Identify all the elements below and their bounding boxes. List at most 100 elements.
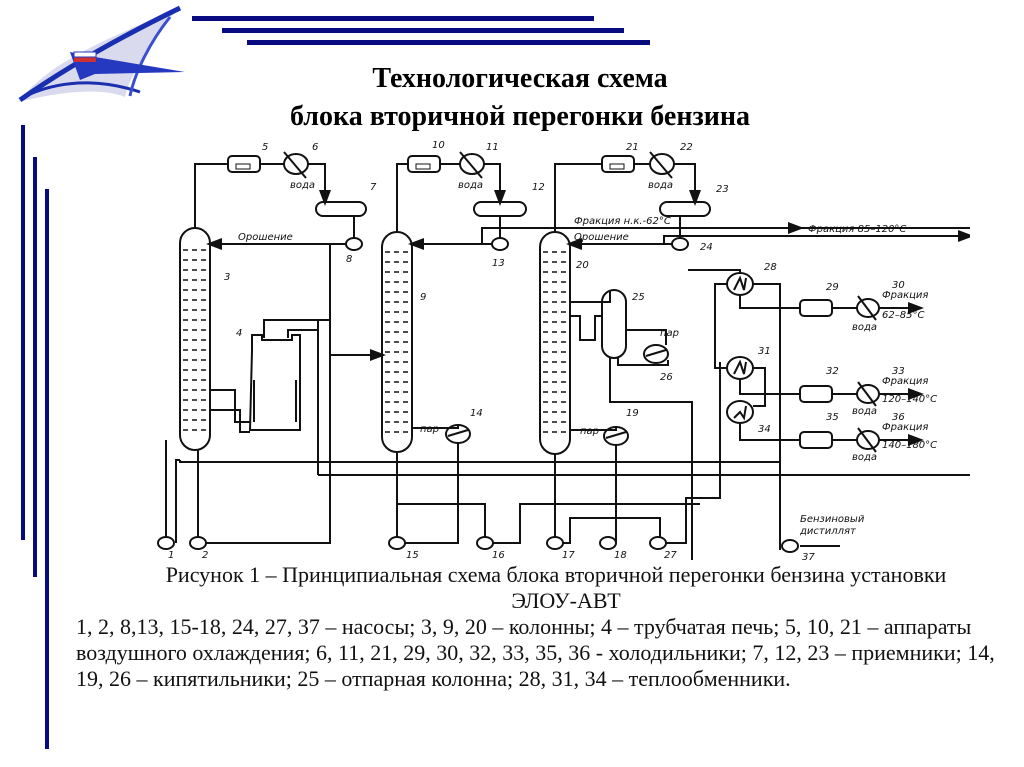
receiver-12 (473, 201, 527, 217)
label-reflux-1: Орошение (238, 232, 293, 243)
side-rule-1 (21, 125, 25, 540)
column-9 (381, 231, 413, 453)
equipment-number-15: 15 (406, 550, 419, 560)
pump-8 (345, 237, 363, 251)
label-fraction-30: Фракция (882, 290, 928, 301)
equipment-number-5: 5 (262, 142, 268, 153)
equipment-number-3: 3 (224, 272, 230, 283)
water-cooler-11 (459, 151, 485, 179)
equipment-number-7: 7 (370, 182, 377, 193)
title-line-1: Технологическая схема (372, 63, 668, 94)
equipment-number-29: 29 (826, 282, 839, 293)
equipment-number-1: 1 (168, 550, 174, 560)
label-gasoline-distillate-1: Бензиновый (800, 514, 865, 525)
air-cooler-32 (799, 385, 833, 403)
reboiler-26 (643, 344, 669, 364)
water-cooler-33 (856, 381, 880, 407)
pump-15 (388, 536, 406, 550)
header-rule-1 (192, 16, 594, 21)
receiver-7 (315, 201, 367, 217)
label-reflux-2: Орошение (574, 232, 629, 243)
water-cooler-30 (856, 295, 880, 321)
pump-24 (671, 237, 689, 251)
equipment-number-36: 36 (892, 412, 905, 423)
process-flow-diagram: вода вода вода Орошение Орошение Фракция… (157, 140, 970, 560)
label-water-30: вода (852, 322, 877, 333)
receiver-23 (659, 201, 711, 217)
figure-title-line-2: ЭЛОУ-АВТ (511, 588, 621, 613)
equipment-number-22: 22 (680, 142, 693, 153)
water-cooler-22 (649, 151, 675, 179)
equipment-number-2: 2 (202, 550, 208, 560)
equipment-number-20: 20 (576, 260, 589, 271)
column-3 (179, 227, 211, 451)
equipment-number-30: 30 (892, 280, 905, 291)
airplane-wing-logo (18, 5, 185, 103)
equipment-number-26: 26 (660, 372, 673, 383)
equipment-number-37: 37 (802, 552, 815, 560)
equipment-number-19: 19 (626, 408, 639, 419)
equipment-number-14: 14 (470, 408, 483, 419)
header-rule-3 (247, 40, 650, 45)
figure-legend: 1, 2, 8,13, 15-18, 24, 27, 37 – насосы; … (76, 614, 995, 691)
equipment-number-28: 28 (764, 262, 777, 273)
equipment-number-33: 33 (892, 366, 905, 377)
equipment-number-9: 9 (420, 292, 426, 303)
water-cooler-6 (283, 151, 309, 179)
equipment-number-16: 16 (492, 550, 505, 560)
equipment-number-23: 23 (716, 184, 729, 195)
pump-1 (157, 536, 175, 550)
equipment-number-31: 31 (758, 346, 771, 357)
header-rule-2 (222, 28, 624, 33)
label-fraction-36: Фракция (882, 422, 928, 433)
equipment-number-24: 24 (700, 242, 713, 253)
side-rule-2 (33, 157, 37, 577)
heat-exchanger-31 (726, 356, 754, 380)
equipment-number-6: 6 (312, 142, 318, 153)
heat-exchanger-34 (726, 400, 754, 424)
pump-18 (599, 536, 617, 550)
pump-13 (491, 237, 509, 251)
label-water-6: вода (290, 180, 315, 191)
equipment-number-13: 13 (492, 258, 505, 269)
label-fraction-33: Фракция (882, 376, 928, 387)
air-cooler-35 (799, 431, 833, 449)
equipment-number-32: 32 (826, 366, 839, 377)
equipment-number-17: 17 (562, 550, 575, 560)
pump-27 (649, 536, 667, 550)
label-steam-14: пар (420, 424, 439, 435)
figure-title: Рисунок 1 – Принципиальная схема блока в… (165, 562, 947, 587)
label-fraction-85-120: Фракция 85–120°С (808, 224, 906, 235)
label-fraction-nk62: Фракция н.к.-62°С (574, 216, 671, 227)
air-cooler-21 (601, 155, 635, 173)
tube-furnace-4 (248, 334, 301, 431)
equipment-number-25: 25 (632, 292, 645, 303)
pump-2 (189, 536, 207, 550)
heat-exchanger-28 (726, 272, 754, 296)
label-water-36: вода (852, 452, 877, 463)
equipment-number-35: 35 (826, 412, 839, 423)
air-cooler-10 (407, 155, 441, 173)
air-cooler-5 (227, 155, 261, 173)
label-range-140-180: 140–180°С (882, 440, 937, 451)
label-gasoline-distillate-2: дистиллят (799, 526, 857, 537)
label-range-120-140: 120–140°С (882, 394, 937, 405)
pump-16 (476, 536, 494, 550)
label-steam-26: пар (660, 328, 679, 339)
equipment-number-18: 18 (614, 550, 627, 560)
column-20 (539, 231, 571, 455)
air-cooler-29 (799, 299, 833, 317)
equipment-number-8: 8 (346, 254, 352, 265)
title-line-2: блока вторичной перегонки бензина (290, 101, 750, 132)
equipment-number-10: 10 (432, 140, 445, 151)
equipment-number-27: 27 (664, 550, 677, 560)
water-cooler-36 (856, 427, 880, 453)
label-steam-19: пар (580, 426, 599, 437)
equipment-number-4: 4 (236, 328, 242, 339)
equipment-number-34: 34 (758, 424, 771, 435)
equipment-number-12: 12 (532, 182, 545, 193)
equipment-number-11: 11 (486, 142, 499, 153)
label-water-11: вода (458, 180, 483, 191)
pump-17 (546, 536, 564, 550)
